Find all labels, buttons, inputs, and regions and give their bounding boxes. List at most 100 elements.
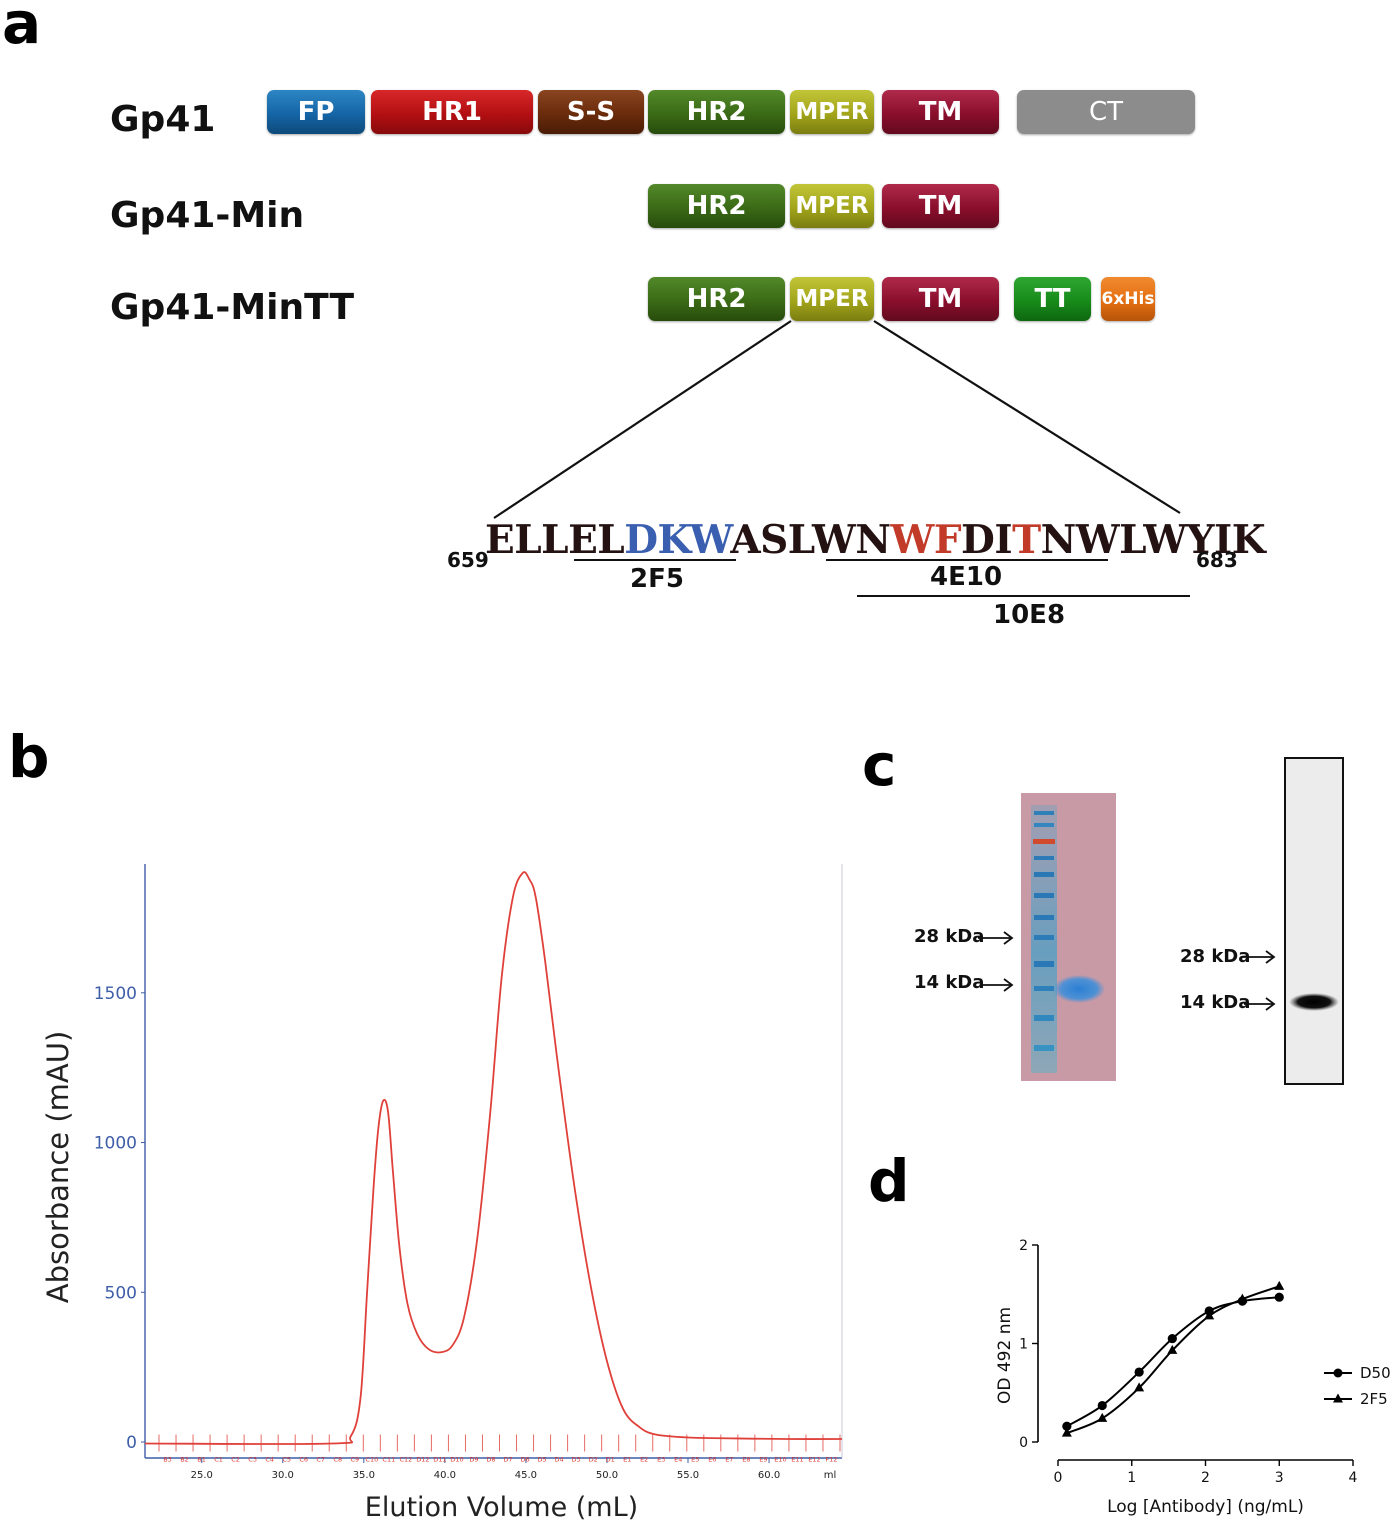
fraction-label: B1: [197, 1456, 206, 1464]
fraction-label: D12: [416, 1456, 429, 1464]
sequence-end-number: 683: [1196, 548, 1238, 572]
y-tick-label: 1500: [94, 984, 137, 1004]
y-tick-label: 0: [126, 1433, 137, 1453]
domain-hr2: HR2: [648, 90, 785, 134]
fraction-label: C3: [248, 1456, 257, 1464]
fraction-label: D2: [589, 1456, 598, 1464]
domain-hr2: HR2: [648, 184, 785, 228]
x-tick-label: 3: [1275, 1470, 1284, 1486]
fraction-label: B3: [163, 1456, 172, 1464]
sequence-segment: DKW: [624, 517, 731, 563]
x-unit-label: ml: [824, 1470, 837, 1481]
gel-label-28kda: 28 kDa: [914, 926, 985, 947]
gel-label-14kda: 14 kDa: [914, 972, 985, 993]
curve-2f5: [1066, 1285, 1280, 1435]
ladder-band: [1034, 872, 1054, 877]
ladder-band: [1034, 986, 1054, 991]
x-axis-label: Log [Antibody] (ng/mL): [1107, 1497, 1304, 1517]
data-point-2f5: [1061, 1427, 1072, 1437]
data-point-2f5: [1237, 1293, 1248, 1303]
protein-band: [1053, 975, 1105, 1003]
domain-tt: TT: [1014, 277, 1091, 321]
x-tick-label: 50.0: [596, 1470, 618, 1481]
ladder-band: [1034, 823, 1054, 827]
x-tick-label: 25.0: [191, 1470, 213, 1481]
fraction-label: E12: [808, 1456, 820, 1464]
domain-hr2: HR2: [648, 277, 785, 321]
ladder-band: [1034, 856, 1054, 860]
gel-arrows: [978, 931, 1014, 992]
y-tick-label: 1: [1019, 1337, 1028, 1353]
fraction-label: D11: [433, 1456, 446, 1464]
sequence-segment: ELLEL: [485, 517, 625, 563]
legend-label-d50: D50: [1360, 1364, 1391, 1382]
epitope-label-2f5: 2F5: [630, 564, 684, 594]
fraction-label: D9: [469, 1456, 478, 1464]
panel-label-c: c: [862, 731, 897, 799]
domain-tm: TM: [882, 277, 999, 321]
y-axis-label: Absorbance (mAU): [41, 1031, 75, 1304]
construct-name-gp41-min: Gp41-Min: [110, 195, 305, 236]
sequence-segment: NWLWYIK: [1040, 517, 1266, 563]
fraction-label: E11: [791, 1456, 803, 1464]
protein-band: [1289, 993, 1339, 1011]
x-axis-label: Elution Volume (mL): [365, 1492, 638, 1523]
sequence-start-number: 659: [447, 548, 489, 572]
fraction-label: C5: [282, 1456, 291, 1464]
x-tick-label: 0: [1054, 1470, 1063, 1486]
data-point-d50: [1274, 1292, 1284, 1302]
ladder-band: [1034, 811, 1054, 815]
absorbance-trace: [144, 871, 843, 1445]
x-tick-label: 4: [1349, 1470, 1358, 1486]
ladder-band: [1034, 961, 1054, 967]
arrow-head-icon: [1003, 931, 1014, 945]
x-tick-label: 45.0: [515, 1470, 537, 1481]
fraction-label: D4: [555, 1456, 564, 1464]
legend-marker-triangle: [1333, 1393, 1343, 1403]
fraction-label: E9: [759, 1456, 767, 1464]
blot-label-14kda: 14 kDa: [1180, 992, 1251, 1013]
fraction-label: C10: [365, 1456, 378, 1464]
fraction-label: C1: [214, 1456, 223, 1464]
mper-sequence: ELLELDKWASLWNWFDITNWLWYIK: [485, 521, 1266, 560]
data-point-d50: [1167, 1333, 1177, 1344]
panel-label-a: a: [2, 0, 42, 57]
fraction-label: E10: [774, 1456, 786, 1464]
zoom-line-right: [873, 320, 1181, 514]
ladder-band: [1034, 893, 1054, 898]
legend-marker-circle: [1333, 1368, 1343, 1378]
data-point-2f5: [1274, 1280, 1285, 1290]
epitope-label-10e8: 10E8: [993, 600, 1066, 630]
x-tick-label: 1: [1127, 1470, 1136, 1486]
fraction-label: C2: [231, 1456, 240, 1464]
construct-name-gp41-mintt: Gp41-MinTT: [110, 287, 355, 328]
ladder-band-red: [1033, 839, 1055, 844]
x-tick-label: 35.0: [353, 1470, 375, 1481]
fraction-label: F12: [825, 1456, 837, 1464]
fraction-label: E1: [623, 1456, 631, 1464]
ladder-band: [1034, 1015, 1054, 1021]
fraction-label: D3: [572, 1456, 581, 1464]
blot-label-28kda: 28 kDa: [1180, 946, 1251, 967]
fraction-label: D6: [520, 1456, 529, 1464]
panel-label-b: b: [8, 723, 50, 791]
construct-name-gp41: Gp41: [110, 99, 216, 140]
domain-mper: MPER: [790, 90, 874, 134]
fraction-label: D1: [606, 1456, 615, 1464]
sequence-segment: WF: [890, 517, 962, 563]
x-tick-label: 55.0: [677, 1470, 699, 1481]
domain-ss: S-S: [538, 90, 644, 134]
data-point-2f5: [1097, 1412, 1108, 1422]
sequence-segment: ASLWN: [730, 517, 891, 563]
y-axis-label: OD 492 nm: [995, 1307, 1015, 1404]
domain-mper: MPER: [790, 277, 874, 321]
fraction-label: E4: [674, 1456, 682, 1464]
fraction-label: E2: [640, 1456, 648, 1464]
arrow-head-icon: [1003, 978, 1014, 992]
fraction-label: C11: [382, 1456, 395, 1464]
sequence-segment: DI: [961, 517, 1013, 563]
mper-zoom-lines: [493, 320, 1190, 597]
epitope-label-4e10: 4E10: [930, 562, 1003, 592]
fraction-label: E6: [708, 1456, 716, 1464]
